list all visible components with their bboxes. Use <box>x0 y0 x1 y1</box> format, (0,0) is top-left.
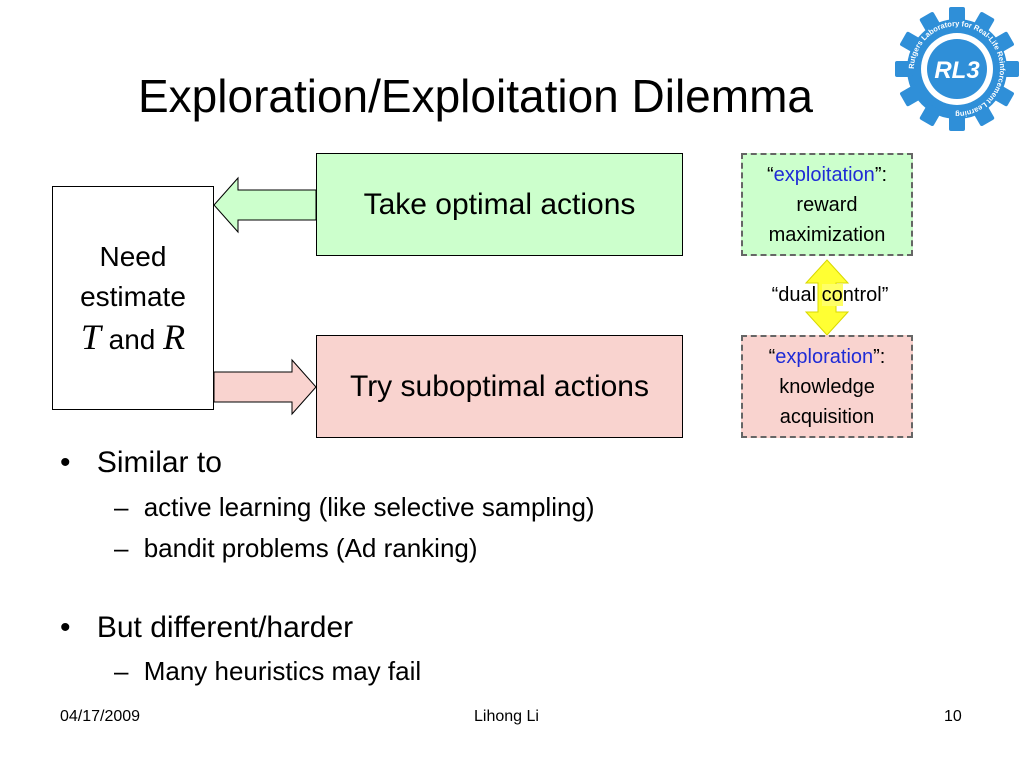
gear-tooth <box>972 103 995 126</box>
bullet-marker: • <box>60 611 71 644</box>
sub-bullet-item: – Many heuristics may fail <box>114 656 421 687</box>
slide-title: Exploration/Exploitation Dilemma <box>138 70 813 122</box>
quote-open: “ <box>768 345 776 368</box>
sub-bullet-item: – active learning (like selective sampli… <box>114 492 595 523</box>
exploitation-box: “exploitation”: reward maximization <box>741 153 913 256</box>
gear-tooth <box>895 61 913 77</box>
gear-tooth <box>919 103 942 126</box>
gear-tooth <box>1001 61 1019 77</box>
var-t: T <box>80 316 101 357</box>
optimal-actions-label: Take optimal actions <box>363 187 636 221</box>
var-r: R <box>163 316 186 357</box>
arrow-left-green <box>213 176 317 234</box>
exploration-box: “exploration”: knowledge acquisition <box>741 335 913 438</box>
rl3-logo: Rutgers Laboratory for Real-Life Reinfor… <box>895 7 1019 131</box>
sub-bullet-text: Many heuristics may fail <box>143 656 422 686</box>
gear-tooth <box>949 113 965 131</box>
gear-tooth <box>949 7 965 25</box>
exploration-term: exploration <box>775 345 874 368</box>
sub-bullet-marker: – <box>114 492 129 522</box>
optimal-actions-box: Take optimal actions <box>316 153 683 256</box>
footer-date: 04/17/2009 <box>60 708 141 725</box>
suboptimal-actions-label: Try suboptimal actions <box>349 369 649 403</box>
quote-close: ”: <box>873 345 886 368</box>
arrow-right-pink <box>213 358 317 416</box>
gear-tooth <box>991 31 1014 54</box>
gear-tooth <box>919 12 942 35</box>
gear-tooth <box>900 84 923 107</box>
exploration-line3: acquisition <box>779 405 875 428</box>
dual-control-label: “dual control” <box>740 284 920 307</box>
exploitation-term: exploitation <box>773 163 875 186</box>
gear-tooth <box>972 12 995 35</box>
bullet-item: • But different/harder <box>60 611 353 645</box>
sub-bullet-text: bandit problems (Ad ranking) <box>143 533 478 563</box>
sub-bullet-marker: – <box>114 656 129 686</box>
exploitation-line2: reward <box>796 193 858 216</box>
sub-bullet-marker: – <box>114 533 129 563</box>
exploitation-line3: maximization <box>768 223 886 246</box>
bullet-item: • Similar to <box>60 446 222 480</box>
quote-close: ”: <box>874 163 888 186</box>
dual-before: “dual <box>771 284 822 306</box>
dual-after: ntrol” <box>842 284 889 306</box>
and-label: and <box>108 323 156 355</box>
bullet-text: Similar to <box>96 446 222 479</box>
page-number: 10 <box>944 708 962 725</box>
footer-author: Lihong Li <box>474 708 539 725</box>
quote-open: “ <box>766 163 774 186</box>
sub-bullet-item: – bandit problems (Ad ranking) <box>114 533 478 564</box>
sub-bullet-text: active learning (like selective sampling… <box>143 492 595 522</box>
exploration-line2: knowledge <box>779 375 875 398</box>
bullet-text: But different/harder <box>96 611 354 644</box>
need-estimate-box: Need estimate T and R <box>52 186 214 410</box>
bullet-marker: • <box>60 446 71 479</box>
need-line2: estimate <box>80 280 186 312</box>
gear-tooth <box>991 84 1014 107</box>
logo-text: RL3 <box>934 57 980 84</box>
dual-highlight: co <box>821 284 843 306</box>
gear-tooth <box>900 31 923 54</box>
need-line1: Need <box>99 240 167 272</box>
suboptimal-actions-box: Try suboptimal actions <box>316 335 683 438</box>
